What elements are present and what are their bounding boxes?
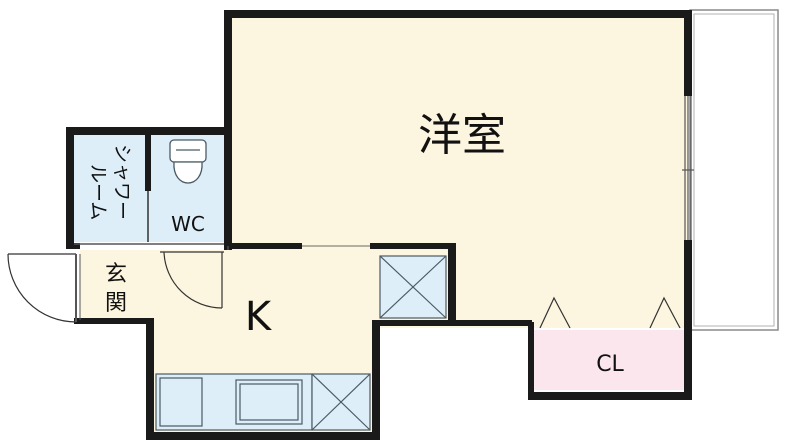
sink-icon: [235, 379, 303, 425]
closet-floor: [530, 330, 684, 390]
entrance-floor: [80, 250, 150, 322]
entrance-door: [7, 253, 81, 323]
toilet-icon: [169, 139, 207, 184]
storage-cross-icon: [379, 255, 447, 319]
walls: [66, 10, 692, 440]
kitchen-door: [160, 251, 224, 309]
entrance-label-line2: 関: [105, 291, 127, 316]
toilet-label: WC: [171, 212, 205, 236]
window: [682, 96, 694, 240]
shower-room-label-line2: ルーム: [87, 164, 109, 220]
kitchen-counter: [155, 373, 313, 431]
closet-label: CL: [596, 352, 624, 377]
kitchen-label: K: [245, 294, 273, 340]
shower-room-floor: [70, 131, 150, 242]
western-room-label: 洋室: [418, 110, 506, 161]
closet-doors: [539, 296, 681, 329]
entrance-label-line1: 玄: [105, 262, 127, 287]
shower-room-label-line1: シャワー: [111, 144, 133, 220]
balcony: [689, 9, 779, 331]
fridge-cross-icon: [311, 373, 371, 431]
